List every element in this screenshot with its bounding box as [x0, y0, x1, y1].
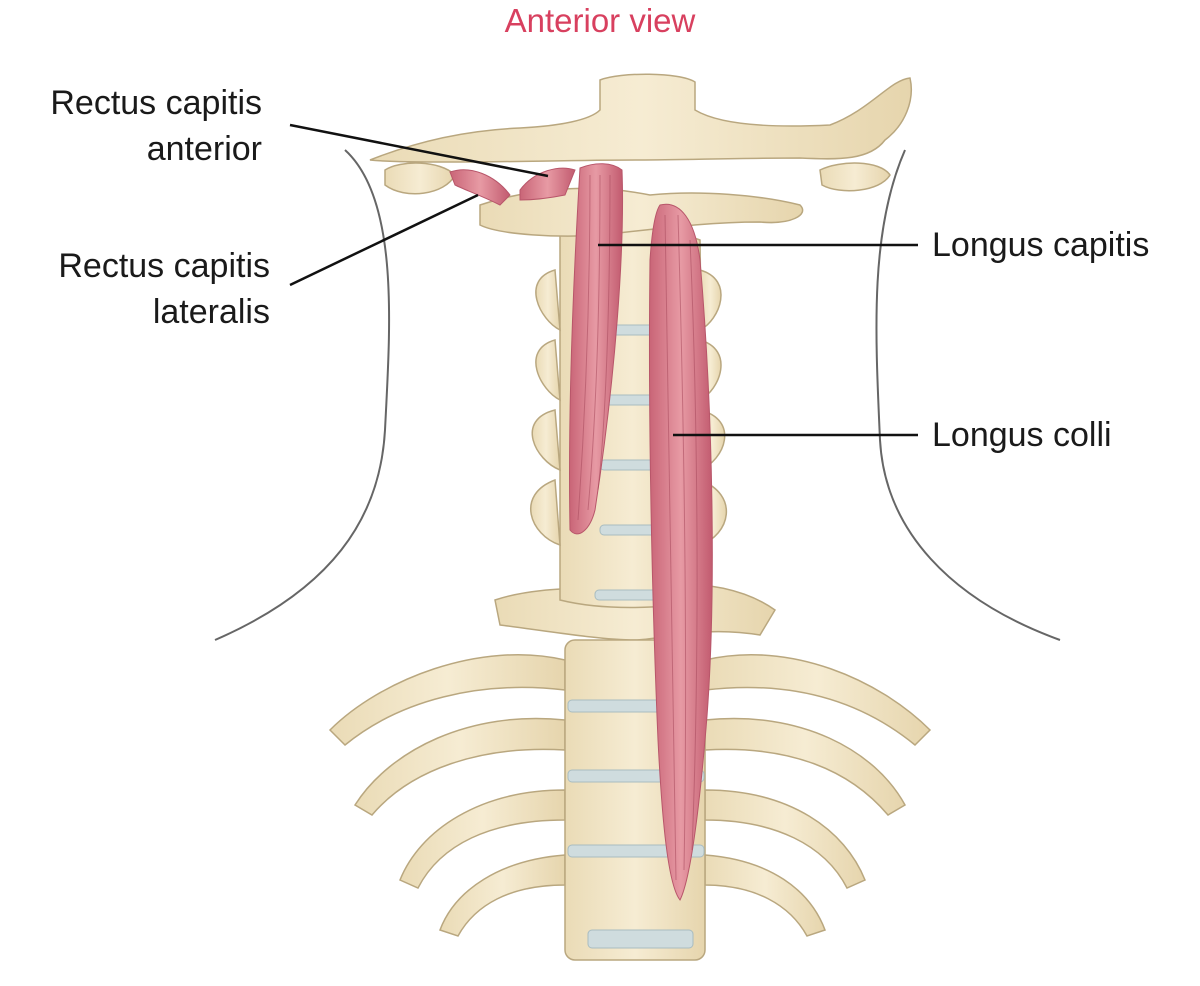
label-line-2: anterior [146, 130, 262, 168]
leader-rectus-capitis-anterior [289, 123, 549, 178]
label-line-1: Rectus capitis [58, 247, 270, 285]
leader-lines [289, 123, 918, 437]
neck-outline-right [875, 149, 1061, 641]
rectus-capitis-anterior-muscle [519, 167, 576, 201]
longus-colli-muscle [648, 203, 713, 901]
figure-title: Anterior view [504, 2, 696, 39]
label-rectus-capitis-lateralis: Rectus capitis lateralis [0, 243, 270, 335]
ribs-right [704, 653, 932, 937]
longus-capitis-fibers [577, 174, 611, 521]
occipital-condyle-right [819, 162, 891, 192]
leader-rectus-capitis-lateralis [289, 193, 479, 287]
rectus-capitis-lateralis-muscle [449, 169, 511, 206]
label-longus-capitis: Longus capitis [932, 226, 1150, 264]
label-line-2: lateralis [152, 293, 270, 331]
label-longus-colli: Longus colli [932, 416, 1112, 454]
ribs-left [328, 653, 566, 937]
skull-base [369, 73, 912, 163]
label-line-1: Rectus capitis [50, 84, 262, 122]
neck-outline-left [214, 149, 391, 641]
label-rectus-capitis-anterior: Rectus capitis anterior [0, 80, 262, 172]
occipital-condyle-left [384, 162, 456, 195]
